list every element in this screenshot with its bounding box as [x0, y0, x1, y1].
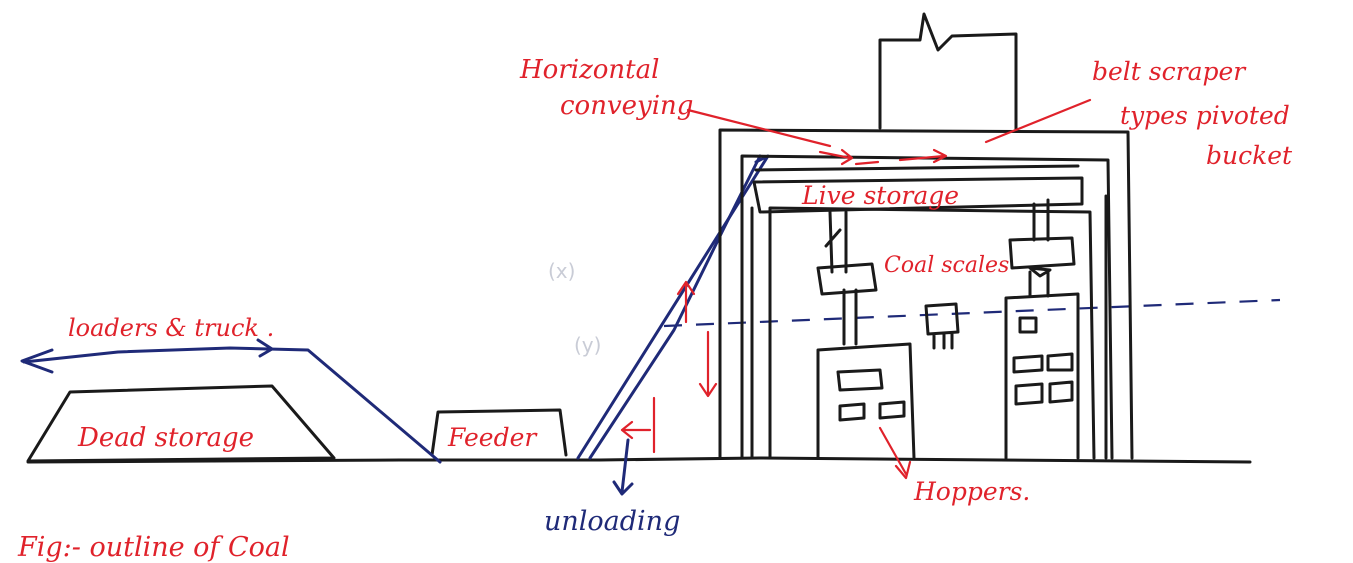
height-marker-down	[698, 330, 718, 398]
coal-scales-label: Coal scales	[884, 253, 1009, 278]
right-coal-scale-rods	[1028, 198, 1050, 298]
unloading-label: unloading	[544, 506, 680, 537]
belt-scraper-label-3: bucket	[1206, 141, 1293, 170]
faint-mark-x: (x)	[548, 259, 575, 283]
left-hopper-windows	[836, 368, 906, 422]
horizontal-conveying-label-2: conveying	[560, 91, 693, 121]
figure-caption: Fig:- outline of Coal	[17, 532, 290, 563]
loaders-truck-label: loaders & truck .	[68, 314, 274, 342]
feeder-label: Feeder	[447, 423, 538, 452]
building-outer	[718, 128, 1134, 460]
central-device	[924, 302, 960, 350]
building-inner-left-post	[750, 194, 1108, 460]
belt-arrow-2	[898, 148, 948, 164]
hoppers-pointer	[878, 426, 912, 480]
height-marker-left	[620, 396, 656, 454]
loaders-arrowhead	[20, 348, 54, 374]
loaders-tick	[256, 338, 274, 358]
left-coal-scale-rods	[824, 210, 858, 346]
inclined-conveyor	[576, 154, 770, 460]
dashed-reference-line	[663, 298, 1281, 328]
belt-scraper-label-2: types pivoted	[1120, 101, 1290, 130]
left-coal-scale-box	[816, 262, 878, 296]
right-hopper	[1004, 292, 1080, 460]
hoppers-label: Hoppers.	[913, 477, 1030, 506]
right-coal-scale-box	[1008, 236, 1076, 278]
loaders-truck-path	[22, 346, 442, 464]
horizontal-conveying-pointer	[686, 108, 832, 148]
ground-line	[26, 456, 1252, 464]
left-hopper	[816, 342, 916, 460]
belt-scraper-pointer	[984, 98, 1092, 144]
right-hopper-windows	[1012, 316, 1074, 406]
roof-structure	[878, 12, 1018, 132]
belt-arrow-3	[854, 160, 880, 166]
faint-mark-y: (y)	[574, 333, 601, 357]
feeder-box	[430, 408, 568, 457]
unloading-arrow	[612, 438, 634, 496]
horizontal-conveying-label-1: Horizontal	[519, 55, 659, 85]
belt-scraper-label-1: belt scraper	[1092, 57, 1247, 86]
belt-arrow-1	[818, 148, 854, 166]
dead-storage-pile	[26, 384, 336, 463]
live-storage-bin	[752, 176, 1084, 214]
dead-storage-label: Dead storage	[77, 423, 254, 453]
inclined-conveyor-2	[588, 154, 762, 460]
height-marker-up	[676, 280, 696, 324]
horizontal-belt	[754, 164, 1080, 172]
live-storage-label: Live storage	[801, 181, 959, 210]
